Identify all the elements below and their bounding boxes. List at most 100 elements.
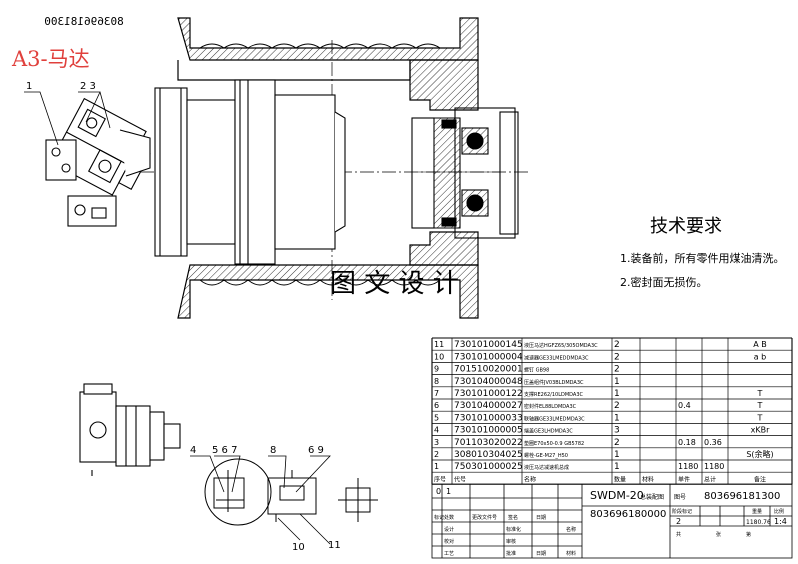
hydraulic-motor [45,97,151,227]
bom-cell-name: 液压马达HGFZ65/305OMDA3C [524,342,598,349]
bom-cell-no: 3 [434,438,439,447]
model-name: SWDM-20 [590,489,644,502]
bom-header-name: 名称 [524,475,536,483]
bom-cell-name: 支撑RE262/10LDMDA3C [524,391,584,398]
bom-cell-note: T [757,413,763,422]
mirrored-drawing-number: 803696181300 [44,15,123,28]
watermark: 图 文 设 计 [330,269,459,299]
role-mark: 标记 [434,514,444,521]
sheets-label: 共 [676,531,681,538]
bom-cell-code: 701510020001 [454,365,523,375]
bom-cell-name: 密封件EL88LDMDA3C [524,403,577,410]
bom-cell-qty: 1 [614,462,620,472]
tech-item-2: 2.密封面无损伤。 [620,275,708,289]
role-date-2: 日期 [536,551,546,557]
svg-text:803696181300: 803696181300 [44,15,123,28]
role-process: 工艺 [444,551,454,557]
callout-8: 8 [270,445,276,456]
role-date: 日期 [536,515,546,521]
bom-header-unit: 单件 [678,475,690,483]
sheet-count: 2 [676,517,681,526]
weight-label: 重量 [752,508,762,515]
role-design: 设计 [444,526,454,533]
bom-cell-code: 750301000025 [454,462,523,472]
callout-2-3: 2 3 [80,81,96,92]
callout-5-6-7: 5 6 7 [212,445,237,456]
bom-cell-code: 701103020022 [454,438,523,448]
bom-cell-note: T [757,389,763,398]
bom-cell-qty: 1 [614,389,620,399]
bom-cell-qty: 2 [614,401,620,411]
page-label: 张 [716,531,721,538]
stage-label: 阶段标记 [672,508,692,515]
bom-cell-no: 10 [434,352,444,361]
bom-header-mat: 材料 [642,475,654,483]
callout-11: 11 [328,540,341,551]
rev-0: 0 [436,487,441,496]
weight-value: 1180.76 [746,519,771,526]
title-block [431,483,793,559]
bom-cell-code: 730101000005 [454,426,523,436]
role-standard: 标准化 [506,526,521,533]
bom-cell-note: A B [753,340,767,349]
bom-cell-note: a b [754,352,767,361]
scale-label: 比例 [774,508,784,515]
bom-cell-qty: 1 [614,450,620,460]
bom-cell-name: 液压马达减速机总成 [524,464,569,471]
bom-cell-qty: 1 [614,377,620,387]
bearing-assembly [411,107,519,239]
bom-cell-note: T [757,401,763,410]
sheet-no-label: 第 [746,531,751,538]
bom-cell-note: xKBr [751,426,770,435]
bom-cell-name: 螺钉 GB98 [524,367,549,374]
bom-header-total: 总计 [704,475,716,483]
bom-cell-code: 730104000048 [454,377,523,387]
bom-cell-qty: 2 [614,365,620,375]
bom-cell-no: 7 [434,389,439,398]
bom-cell-code: 730101000145 [454,340,523,350]
detail-view-a [204,458,378,526]
bom-cell-name: 联轴器GE33LMEDMDA3C [524,415,585,422]
bom-cell-name: 压盖组件JV03BLDMDA3C [524,379,584,386]
role-check: 校对 [444,538,454,545]
bom-cell-code: 730101000033 [454,413,523,423]
bom-cell-no: 11 [434,340,444,349]
bom-cell-no: 9 [434,365,439,374]
bom-cell-code: 730101000004 [454,352,523,362]
role-approve: 批准 [506,550,516,557]
drawing-no-label: 图号 [674,494,686,501]
bom-header-note: 备注 [754,475,766,483]
role-sign: 签名 [508,514,518,521]
tech-title: 技术要求 [650,216,722,237]
bom-cell-unit: 0.4 [678,401,691,410]
bom-cell-unit: 0.18 [678,438,696,447]
bom-header-code: 代号 [454,475,466,483]
bom-cell-no: 4 [434,426,439,435]
bom-cell-code: 730104000027 [454,401,523,411]
tech-item-1: 1.装备前，所有零件用煤油清洗。 [620,251,785,265]
reducer-body [154,79,346,265]
sheet-label: A3-马达 [11,47,90,71]
bom-cell-name: 端盖GE3LHDMDA3C [524,428,573,435]
bom-cell-name: 垫圈E70x50-0.9 GB5782 [524,440,584,447]
bom-cell-no: 5 [434,413,439,422]
side-view [79,383,181,476]
bom-cell-note: S(余略) [746,449,773,459]
role-review: 审核 [506,538,516,545]
bom-cell-unit: 1180 [678,462,698,471]
role-change-doc: 更改文件号 [472,514,497,521]
bom-cell-no: 2 [434,450,439,459]
base-no: 803696180000 [590,509,666,520]
bom-cell-no: 1 [434,462,439,471]
bom-cell-qty: 3 [614,426,620,436]
role-count: 处数 [444,514,454,521]
leaders-top [24,91,111,146]
bom-cell-qty: 2 [614,340,620,350]
bom-cell-qty: 2 [614,352,620,362]
bom-cell-name: 螺栓-GE-M27_H50 [524,452,568,459]
bom-cell-total: 1180 [704,462,724,471]
callout-10: 10 [292,542,305,553]
bom-cell-qty: 2 [614,438,620,448]
